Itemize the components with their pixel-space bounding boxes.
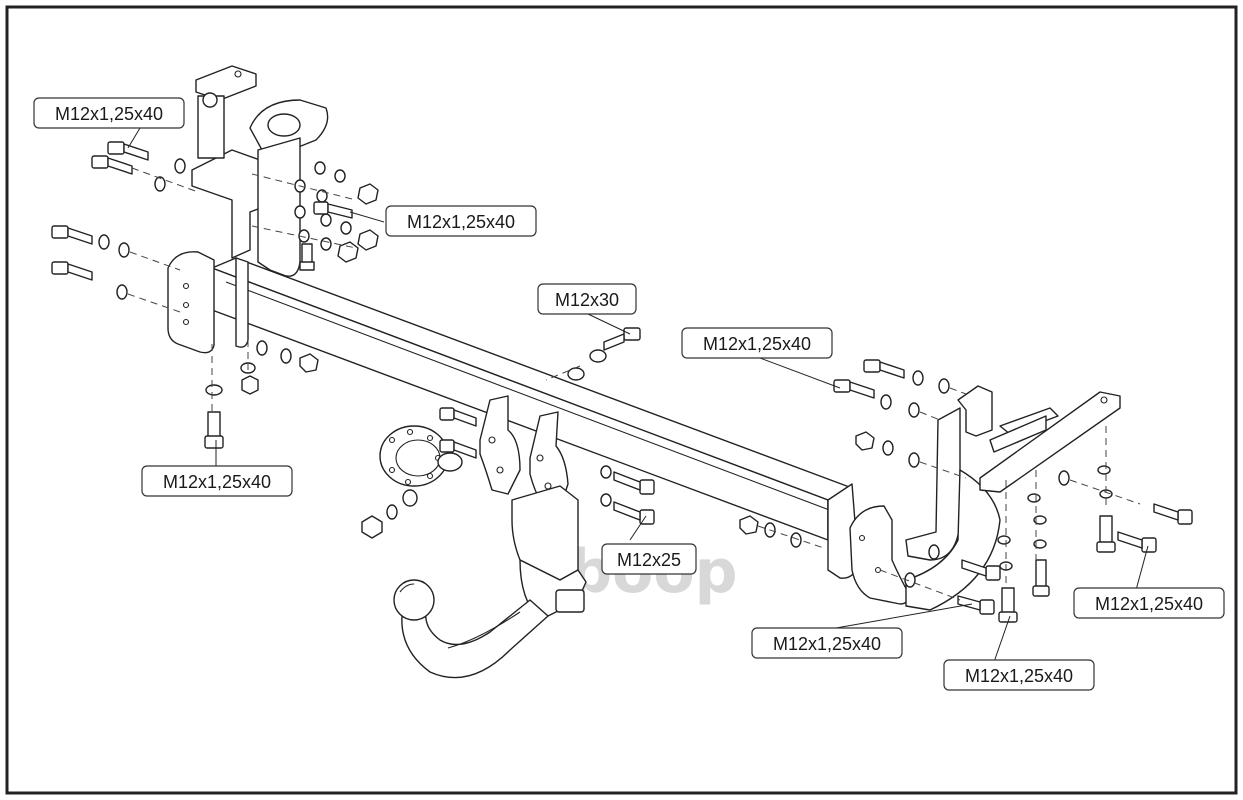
- label-text: M12x30: [555, 290, 619, 310]
- center-fastener-set: [361, 327, 825, 549]
- left-side-plate: [167, 251, 249, 354]
- label-text: M12x1,25x40: [703, 334, 811, 354]
- left-fastener-set: [51, 141, 379, 449]
- ball-neck: [393, 485, 587, 679]
- label-text: M12x1,25x40: [1095, 594, 1203, 614]
- right-fastener-set: [833, 359, 1193, 623]
- leader-lines: [127, 127, 1149, 663]
- label-right-bottom-vertical-bolt: M12x1,25x40: [943, 659, 1095, 691]
- label-text: M12x1,25x40: [773, 634, 881, 654]
- ball-mount-brackets: [479, 395, 569, 509]
- label-center-bolt: M12x30: [537, 283, 637, 315]
- label-left-bottom-bolt: M12x1,25x40: [141, 465, 293, 497]
- label-text: M12x1,25x40: [55, 104, 163, 124]
- label-text: M12x1,25x40: [163, 472, 271, 492]
- label-ball-bolt: M12x25: [601, 543, 697, 575]
- diagram-border: [5, 5, 1238, 795]
- left-upper-bracket: [191, 65, 329, 277]
- label-upper-bracket-bolt: M12x1,25x40: [385, 205, 537, 237]
- right-bracket: [905, 385, 1121, 611]
- right-side-plate: [827, 483, 910, 605]
- label-top-left-bolt: M12x1,25x40: [33, 97, 185, 129]
- label-right-top-bolt: M12x1,25x40: [681, 327, 833, 359]
- label-text: M12x25: [617, 550, 681, 570]
- label-text: M12x1,25x40: [965, 666, 1073, 686]
- label-right-bottom-bolt: M12x1,25x40: [751, 627, 903, 659]
- label-right-far-bolt: M12x1,25x40: [1073, 587, 1225, 619]
- label-text: M12x1,25x40: [407, 212, 515, 232]
- socket-plate: [379, 425, 463, 487]
